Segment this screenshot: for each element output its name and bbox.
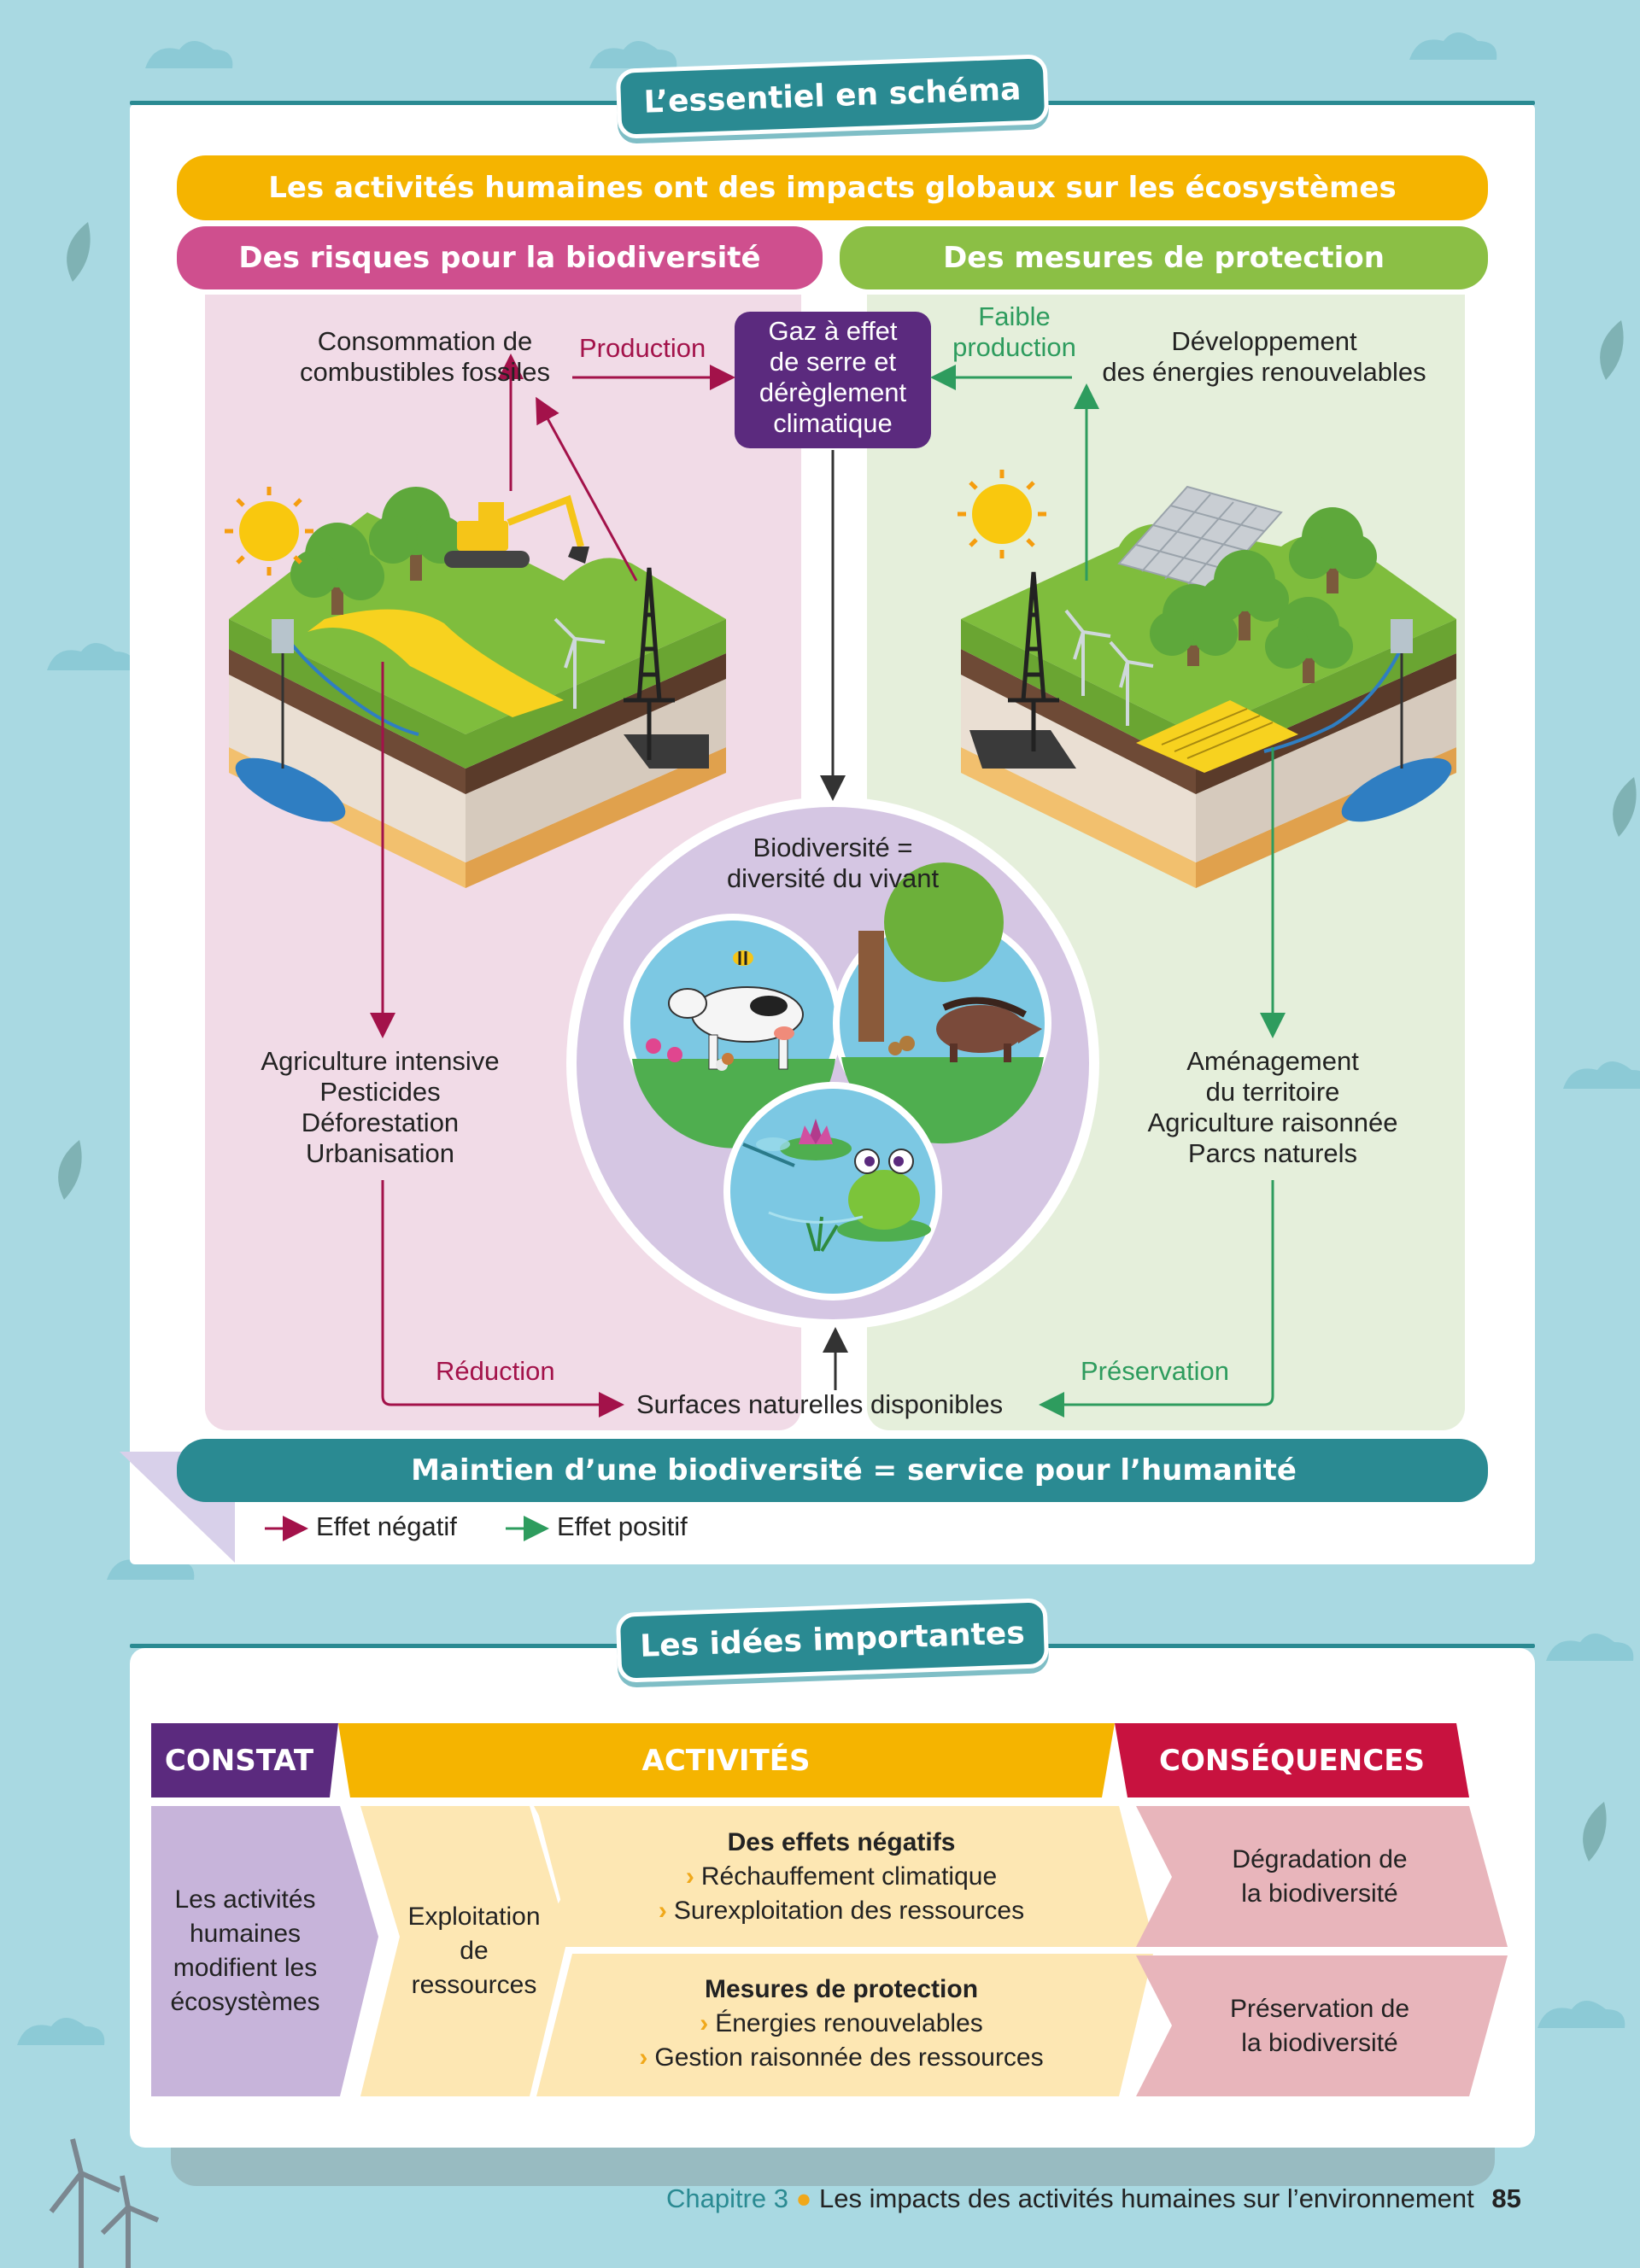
polluted-landscape-illustration [229, 487, 726, 888]
exploitation-text: Exploitation de ressources [407, 1903, 541, 1999]
page-footer: Chapitre 3 ● Les impacts des activités h… [666, 2182, 1521, 2216]
neutral-arrows [820, 450, 848, 1390]
right-band: Des mesures de protection [840, 226, 1488, 289]
footer-chapter: Chapitre 3 [666, 2183, 789, 2213]
header-consequences: CONSÉQUENCES [1159, 1743, 1425, 1778]
flowers-icon [646, 1038, 734, 1071]
protection-measure-item: ›Gestion raisonnée des ressources [639, 2043, 1044, 2072]
negative-effect-item: ›Surexploitation des ressources [658, 1897, 1025, 1925]
bottom-band: Maintien d’une biodiversité = service po… [177, 1439, 1488, 1502]
protected-landscape-illustration [961, 485, 1456, 888]
negative-effects-cell: Des effets négatifs ›Réchauffement clima… [564, 1817, 1119, 1937]
low-production-label: Faible production [952, 301, 1076, 362]
footer-title: Les impacts des activités humaines sur l… [819, 2183, 1474, 2213]
cow-icon [668, 986, 804, 1070]
page-number: 85 [1491, 2183, 1521, 2213]
bee-icon [733, 950, 753, 966]
protection-measure-item: ›Énergies renouvelables [700, 2009, 983, 2037]
natural-surfaces-label: Surfaces naturelles disponibles [636, 1389, 1004, 1419]
negative-effect-item: ›Réchauffement climatique [685, 1862, 998, 1891]
chevron-right-icon: › [639, 2043, 648, 2072]
negative-effects-title: Des effets négatifs [727, 1828, 956, 1856]
negative-activities-list: Agriculture intensive Pesticides Défores… [261, 1046, 500, 1168]
sun-icon-left [225, 487, 313, 576]
protection-measures-cell: Mesures de protection ›Énergies renouvel… [564, 1964, 1119, 2084]
header-activites: ACTIVITÉS [641, 1743, 811, 1778]
sun-icon-right [958, 470, 1046, 558]
schema-diagram [225, 312, 1456, 1541]
renewable-energy-label: Développement des énergies renouvelables [1102, 326, 1426, 387]
consequence-preservation: Préservation de la biodiversité [1229, 1994, 1410, 2057]
consequence-degradation: Dégradation de la biodiversité [1232, 1844, 1408, 1908]
constat-text: Les activités humaines modifient les éco… [170, 1885, 320, 2016]
boar-icon [888, 997, 1042, 1062]
header-constat: CONSTAT [164, 1743, 314, 1778]
legend-positive-label: Effet positif [557, 1511, 688, 1541]
top-band: Les activités humaines ont des impacts g… [177, 155, 1488, 220]
footer-dot-icon: ● [795, 2183, 812, 2213]
ghg-box-shape [735, 312, 931, 448]
biodiversity-label: Biodiversité = diversité du vivant [726, 833, 940, 893]
chevron-right-icon: › [658, 1897, 667, 1925]
protective-actions-list: Aménagement du territoire Agriculture ra… [1147, 1046, 1398, 1168]
biodiversity-circle [566, 797, 1099, 1330]
production-label: Production [579, 333, 706, 363]
left-band: Des risques pour la biodiversité [177, 226, 823, 289]
frog-icon [837, 1149, 931, 1242]
positive-arrows [930, 365, 1286, 1418]
negative-arrows [370, 354, 735, 1418]
protection-measures-title: Mesures de protection [704, 1975, 979, 2003]
chevron-right-icon: › [685, 1862, 694, 1891]
reduction-label: Réduction [436, 1356, 555, 1386]
chevron-right-icon: › [700, 2009, 709, 2037]
ghg-box-text: Gaz à effet de serre et dérèglement clim… [758, 316, 907, 438]
preservation-label: Préservation [1081, 1356, 1230, 1386]
legend-negative-label: Effet négatif [316, 1511, 457, 1541]
fossil-fuels-label: Consommation de combustibles fossiles [300, 326, 550, 387]
water-lily-icon [742, 1119, 864, 1253]
